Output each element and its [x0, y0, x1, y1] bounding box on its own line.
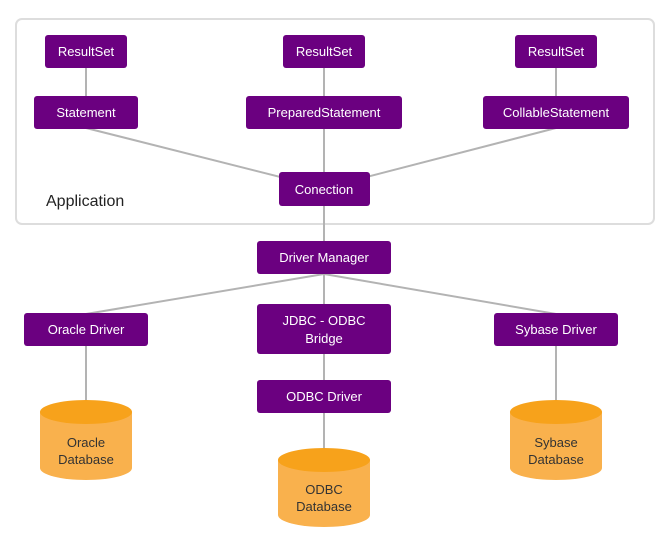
database-oracle-top	[40, 400, 132, 424]
svg-text:Bridge: Bridge	[305, 331, 343, 346]
database-oracle: Oracle Database	[40, 400, 132, 480]
svg-text:Statement: Statement	[56, 105, 116, 120]
svg-text:Oracle Driver: Oracle Driver	[48, 322, 125, 337]
node-oracle-driver: Oracle Driver	[24, 313, 148, 346]
node-callable-statement: CollableStatement	[483, 96, 629, 129]
svg-text:Sybase: Sybase	[534, 435, 577, 450]
svg-text:ResultSet: ResultSet	[58, 44, 115, 59]
svg-text:ODBC Driver: ODBC Driver	[286, 389, 363, 404]
database-sybase: Sybase Database	[510, 400, 602, 480]
node-driver-manager: Driver Manager	[257, 241, 391, 274]
database-odbc: ODBC Database	[278, 448, 370, 527]
database-odbc-body	[278, 460, 370, 527]
node-connection: Conection	[279, 172, 370, 206]
node-resultset-3: ResultSet	[515, 35, 597, 68]
svg-text:PreparedStatement: PreparedStatement	[268, 105, 381, 120]
svg-text:Conection: Conection	[295, 182, 354, 197]
node-prepared-statement: PreparedStatement	[246, 96, 402, 129]
node-resultset-2: ResultSet	[283, 35, 365, 68]
svg-text:Database: Database	[528, 452, 584, 467]
connectors	[85, 68, 557, 452]
database-odbc-top	[278, 448, 370, 472]
node-jdbc-odbc-bridge: JDBC - ODBC Bridge	[257, 304, 391, 354]
svg-text:Oracle: Oracle	[67, 435, 105, 450]
svg-text:Database: Database	[296, 499, 352, 514]
svg-text:CollableStatement: CollableStatement	[503, 105, 610, 120]
edge-drivermanager-sybase	[323, 273, 557, 315]
svg-text:Sybase Driver: Sybase Driver	[515, 322, 597, 337]
svg-text:ResultSet: ResultSet	[296, 44, 353, 59]
database-oracle-body	[40, 412, 132, 480]
node-sybase-driver: Sybase Driver	[494, 313, 618, 346]
svg-text:JDBC - ODBC: JDBC - ODBC	[282, 313, 365, 328]
edge-drivermanager-oracle	[85, 273, 325, 315]
svg-text:ResultSet: ResultSet	[528, 44, 585, 59]
svg-text:Database: Database	[58, 452, 114, 467]
svg-text:Driver Manager: Driver Manager	[279, 250, 369, 265]
application-label: Application	[46, 193, 124, 210]
node-statement: Statement	[34, 96, 138, 129]
database-sybase-body	[510, 412, 602, 480]
node-resultset-1: ResultSet	[45, 35, 127, 68]
database-sybase-top	[510, 400, 602, 424]
svg-text:ODBC: ODBC	[305, 482, 343, 497]
node-odbc-driver: ODBC Driver	[257, 380, 391, 413]
